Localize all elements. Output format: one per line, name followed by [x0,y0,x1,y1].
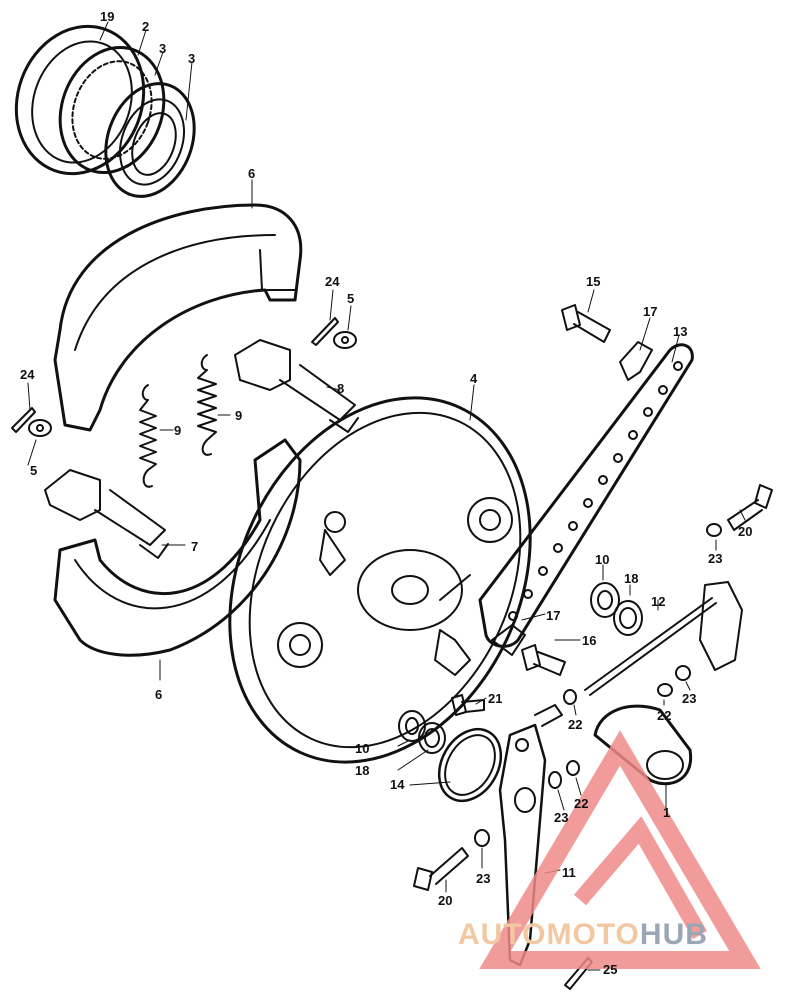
bolt-right-drawing [727,484,773,531]
part-label-23b: 23 [682,691,697,706]
part-label-14: 14 [390,777,405,792]
brake-cam-lower-drawing [44,469,169,559]
washer-lower-left-drawing [474,829,490,847]
clip-lower-drawing [491,624,526,656]
part-label-2: 2 [142,19,150,34]
part-label-20b: 20 [438,893,453,908]
part-label-9b: 9 [235,408,243,423]
part-label-3a: 3 [159,41,167,56]
part-label-13: 13 [673,324,688,339]
part-label-23c: 23 [554,810,569,825]
watermark-text-automoto: AUTOMOTO [458,918,640,951]
rod-drawing [584,597,717,696]
brake-shoe-upper-drawing [53,203,303,432]
brake-panel-drawing [228,396,532,764]
torque-arm-drawing [478,343,694,648]
washer-right-drawing [706,523,722,537]
seal-right-drawing [590,582,620,618]
nut-middle-drawing [563,689,577,705]
seal-left-drawing [398,710,426,742]
part-label-1: 1 [663,805,671,820]
cotter-pin-upper-drawing [311,317,339,346]
part-label-7: 7 [191,539,199,554]
clip-upper-drawing [619,341,653,381]
part-label-16: 16 [582,633,597,648]
part-label-4: 4 [470,371,478,386]
part-label-15: 15 [586,274,601,289]
part-label-18b: 18 [355,763,370,778]
part-label-6b: 6 [155,687,163,702]
washer-upper-drawing [333,331,357,349]
part-label-22a: 22 [568,717,583,732]
washer-ring-left-drawing [418,722,446,754]
part-label-5b: 5 [30,463,38,478]
part-label-12: 12 [651,594,666,609]
part-label-6a: 6 [248,166,256,181]
part-label-11: 11 [562,865,576,880]
washer-lower-middle-drawing [548,771,562,789]
part-label-17a: 17 [643,304,658,319]
part-label-22c: 22 [574,796,589,811]
part-label-20a: 20 [738,524,753,539]
nut-upper-drawing [657,683,673,697]
part-label-21: 21 [488,691,503,706]
part-label-9a: 9 [174,423,182,438]
bolt-lower-left-drawing [413,847,469,891]
part-label-8: 8 [337,381,345,396]
leader-lines [27,21,746,971]
part-label-23d: 23 [476,871,491,886]
nut-lower-drawing [566,760,580,776]
warning-triangle-logo [479,730,761,969]
bolt-upper-drawing [561,304,611,343]
dust-seal-ring-drawing [14,24,146,176]
part-label-19: 19 [100,9,115,24]
brake-shoe-lower-drawing [53,438,302,657]
part-label-18a: 18 [624,571,639,586]
speedometer-gear-drawing [58,45,166,175]
brake-arm-drawing [593,581,743,786]
part-label-23a: 23 [708,551,723,566]
spring-left-drawing [139,384,157,488]
bearing-drawing [104,82,196,198]
brake-cam-upper-drawing [234,339,359,433]
washer-ring-right-drawing [613,600,643,636]
o-ring-drawing [437,727,503,803]
part-label-10b: 10 [355,741,370,756]
watermark-text: AUTOMOTOHUB [458,918,778,958]
washer-lower-drawing [28,419,52,437]
part-label-17b: 17 [546,608,561,623]
part-label-25: 25 [603,962,618,977]
part-label-24b: 24 [20,367,35,382]
watermark-text-hub: HUB [639,918,708,951]
part-label-22b: 22 [657,708,672,723]
part-label-10a: 10 [595,552,610,567]
part-label-5a: 5 [347,291,355,306]
bolt-small-drawing [451,694,485,716]
washer-upper-right-drawing [675,665,691,681]
bolt-lower-drawing [521,644,566,676]
spring-right-drawing [197,354,217,456]
cotter-pin-lower-drawing [11,407,36,433]
part-label-24a: 24 [325,274,340,289]
part-label-3b: 3 [188,51,196,66]
